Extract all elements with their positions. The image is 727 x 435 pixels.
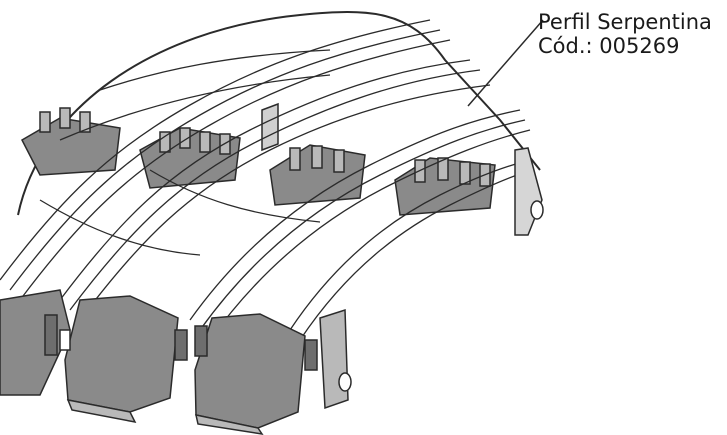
part-callout: Perfil Serpentina Cód.: 005269: [538, 10, 712, 58]
front-link-row: [0, 289, 349, 435]
part-name: Perfil Serpentina: [538, 10, 712, 34]
part-code: Cód.: 005269: [538, 34, 680, 58]
callout-leader-line: [467, 19, 544, 107]
side-bracket: [338, 147, 544, 392]
serpentine-profile-strands: [0, 19, 533, 341]
back-link-row: [21, 102, 496, 216]
